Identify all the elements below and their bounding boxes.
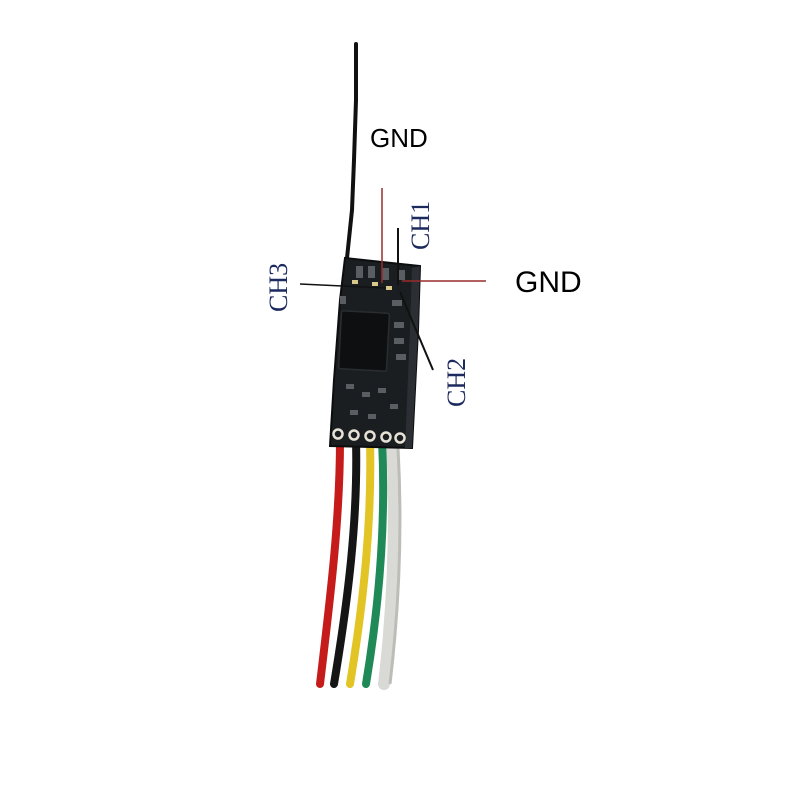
wire-white-shadow [388,447,402,685]
label-ch2: CH2 [442,358,471,407]
solder-pads [332,428,406,444]
pcb-pads [352,280,392,290]
label-gnd-antenna: GND [370,123,428,153]
smd-components [340,266,406,419]
leader-ch3 [299,283,387,289]
pcb-edge [405,266,420,448]
wire-white [378,434,400,690]
ic-chip [337,310,391,372]
pcb-module [328,256,422,450]
wire-red [316,436,344,688]
label-gnd-right: GND [515,266,582,299]
wire-black [330,436,361,688]
wire-bundle [316,434,402,690]
leader-ch2 [399,291,434,371]
antenna-wire [345,42,358,260]
wire-yellow [346,436,375,688]
label-ch3: CH3 [264,263,293,312]
label-ch1: CH1 [406,201,435,250]
wire-green [362,436,388,688]
